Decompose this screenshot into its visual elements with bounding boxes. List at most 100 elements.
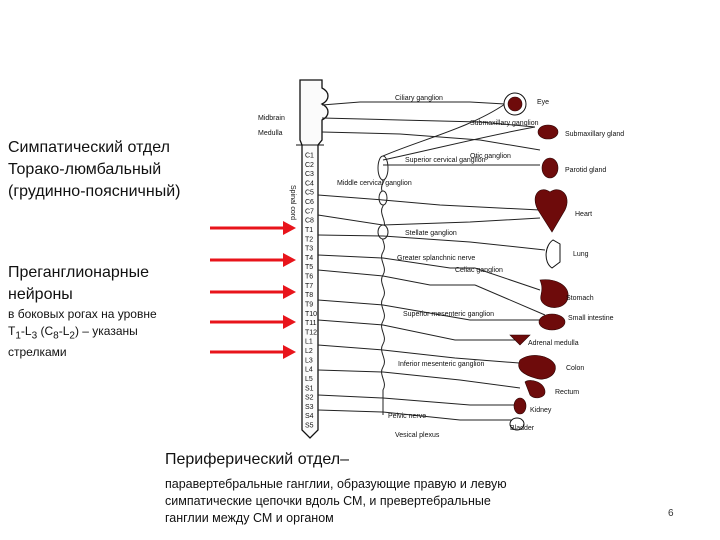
stomach: Stomach bbox=[539, 279, 594, 308]
eye: Eye bbox=[503, 92, 549, 116]
submaxillary-gland: Submaxillary gland bbox=[537, 124, 624, 140]
ganglia-labels: Ciliary ganglion Submaxillary ganglion O… bbox=[337, 95, 539, 439]
sub-l-index: 3 bbox=[31, 330, 38, 342]
sub-line-1: в боковых рогах на уровне bbox=[8, 307, 157, 321]
superior-cervical-label: Superior cervical ganglion bbox=[405, 157, 486, 164]
red-arrow bbox=[210, 253, 296, 267]
heart: Heart bbox=[534, 189, 592, 233]
segment-label: C2 bbox=[305, 162, 314, 169]
sub-t: T bbox=[8, 324, 16, 338]
segment-label: C5 bbox=[305, 190, 314, 197]
kidney: Kidney bbox=[513, 397, 552, 415]
submaxillary-ganglion-label: Submaxillary ganglion bbox=[470, 120, 539, 127]
segment-label: C6 bbox=[305, 199, 314, 206]
rectum: Rectum bbox=[524, 380, 579, 399]
title-line-2: Торако-люмбальный bbox=[8, 161, 162, 178]
segment-label: T1 bbox=[305, 227, 313, 234]
pre-line-1: Преганглионарные bbox=[8, 264, 150, 281]
stellate-ganglion-label: Stellate ganglion bbox=[405, 230, 457, 237]
rectum-label: Rectum bbox=[555, 389, 579, 396]
spinal-cord: Midbrain Medulla Spinal cord C1C2C3C4C5C… bbox=[258, 79, 329, 439]
segment-label: L1 bbox=[305, 339, 313, 346]
middle-cervical-label: Middle cervical ganglion bbox=[337, 180, 412, 187]
segment-label: T7 bbox=[305, 283, 313, 290]
sub-t-index: 1 bbox=[15, 330, 21, 342]
pre-line-2: нейроны bbox=[8, 286, 73, 303]
peripheral-title: Периферический отдел– bbox=[165, 451, 349, 468]
peripheral-line-2: симпатические цепочки вдоль СМ, и превер… bbox=[165, 494, 491, 508]
segment-label: T6 bbox=[305, 274, 313, 281]
peripheral-description: паравертебральные ганглии, образующие пр… bbox=[165, 476, 605, 527]
segment-label: L4 bbox=[305, 367, 313, 374]
segment-label: S3 bbox=[305, 404, 314, 411]
parotid-gland: Parotid gland bbox=[541, 157, 606, 179]
segment-label: L3 bbox=[305, 357, 313, 364]
section-title: Симпатический отдел Торако-люмбальный (г… bbox=[8, 137, 248, 203]
stomach-label: Stomach bbox=[566, 295, 594, 302]
segment-label: S1 bbox=[305, 385, 314, 392]
segment-label: T5 bbox=[305, 264, 313, 271]
title-line-1: Симпатический отдел bbox=[8, 139, 170, 156]
sub-line-2: T1-L3 (C8-L2) – указаны bbox=[8, 323, 218, 344]
segment-label: T3 bbox=[305, 246, 313, 253]
small-intestine: Small intestine bbox=[538, 313, 614, 331]
peripheral-line-3: ганглии между СМ и органом bbox=[165, 511, 334, 525]
vesical-plexus-label: Vesical plexus bbox=[395, 432, 440, 439]
adrenal-medulla: Adrenal medulla bbox=[509, 334, 579, 347]
inferior-mesenteric-label: Inferior mesenteric ganglion bbox=[398, 361, 484, 368]
sympathetic-chain bbox=[377, 155, 389, 415]
preganglionic-description: в боковых рогах на уровне T1-L3 (C8-L2) … bbox=[8, 306, 218, 361]
red-arrows bbox=[210, 221, 296, 359]
sub-l2: -L bbox=[58, 324, 70, 338]
adrenal-medulla-label: Adrenal medulla bbox=[528, 340, 579, 347]
spinal-cord-label: Spinal cord bbox=[289, 185, 296, 220]
lung: Lung bbox=[545, 239, 589, 269]
segment-label: C3 bbox=[305, 171, 314, 178]
segment-label: S5 bbox=[305, 423, 314, 430]
segment-label: T4 bbox=[305, 255, 313, 262]
celiac-ganglion-label: Celiac ganglion bbox=[455, 267, 503, 274]
sub-l: -L bbox=[20, 324, 32, 338]
medulla-label: Medulla bbox=[258, 130, 283, 137]
greater-splanchnic-label: Greater splanchnic nerve bbox=[397, 255, 475, 262]
segment-label: L2 bbox=[305, 348, 313, 355]
segment-label: T2 bbox=[305, 236, 313, 243]
sub-tail: ) – указаны bbox=[74, 324, 138, 338]
bladder: Bladder bbox=[509, 417, 535, 432]
ciliary-ganglion-label: Ciliary ganglion bbox=[395, 95, 443, 102]
organs: Eye Submaxillary gland Parotid gland Hea… bbox=[503, 92, 624, 432]
red-arrow bbox=[210, 285, 296, 299]
submaxillary-gland-label: Submaxillary gland bbox=[565, 131, 624, 138]
lung-label: Lung bbox=[573, 251, 589, 258]
colon-label: Colon bbox=[566, 365, 584, 372]
segment-label: T8 bbox=[305, 292, 313, 299]
segment-label: S4 bbox=[305, 413, 314, 420]
midbrain-label: Midbrain bbox=[258, 115, 285, 122]
superior-mesenteric-label: Superior mesenteric ganglion bbox=[403, 311, 494, 318]
nerve-fibers bbox=[317, 101, 546, 421]
red-arrow bbox=[210, 221, 296, 235]
page-number: 6 bbox=[668, 508, 674, 519]
preganglionic-heading: Преганглионарные нейроны bbox=[8, 262, 228, 306]
sub-line-3: стрелками bbox=[8, 345, 67, 360]
title-line-3: (грудинно-поясничный) bbox=[8, 183, 181, 200]
sub-l2-index: 2 bbox=[69, 330, 75, 342]
bladder-label: Bladder bbox=[510, 425, 535, 432]
eye-label: Eye bbox=[537, 99, 549, 106]
segment-label: L5 bbox=[305, 376, 313, 383]
segment-labels: C1C2C3C4C5C6C7C8T1T2T3T4T5T6T7T8T9T10T11… bbox=[305, 153, 317, 430]
otic-ganglion-label: Otic ganglion bbox=[470, 153, 511, 160]
segment-label: T12 bbox=[305, 329, 317, 336]
pelvic-nerve-label: Pelvic nerve bbox=[388, 413, 426, 420]
segment-label: T11 bbox=[305, 320, 317, 327]
red-arrow bbox=[210, 315, 296, 329]
segment-label: C1 bbox=[305, 153, 314, 160]
segment-label: C4 bbox=[305, 180, 314, 187]
segment-label: T9 bbox=[305, 301, 313, 308]
segment-label: C8 bbox=[305, 218, 314, 225]
heart-label: Heart bbox=[575, 211, 592, 218]
segment-label: S2 bbox=[305, 395, 314, 402]
small-intestine-label: Small intestine bbox=[568, 315, 614, 322]
sub-c: (C bbox=[37, 324, 54, 338]
